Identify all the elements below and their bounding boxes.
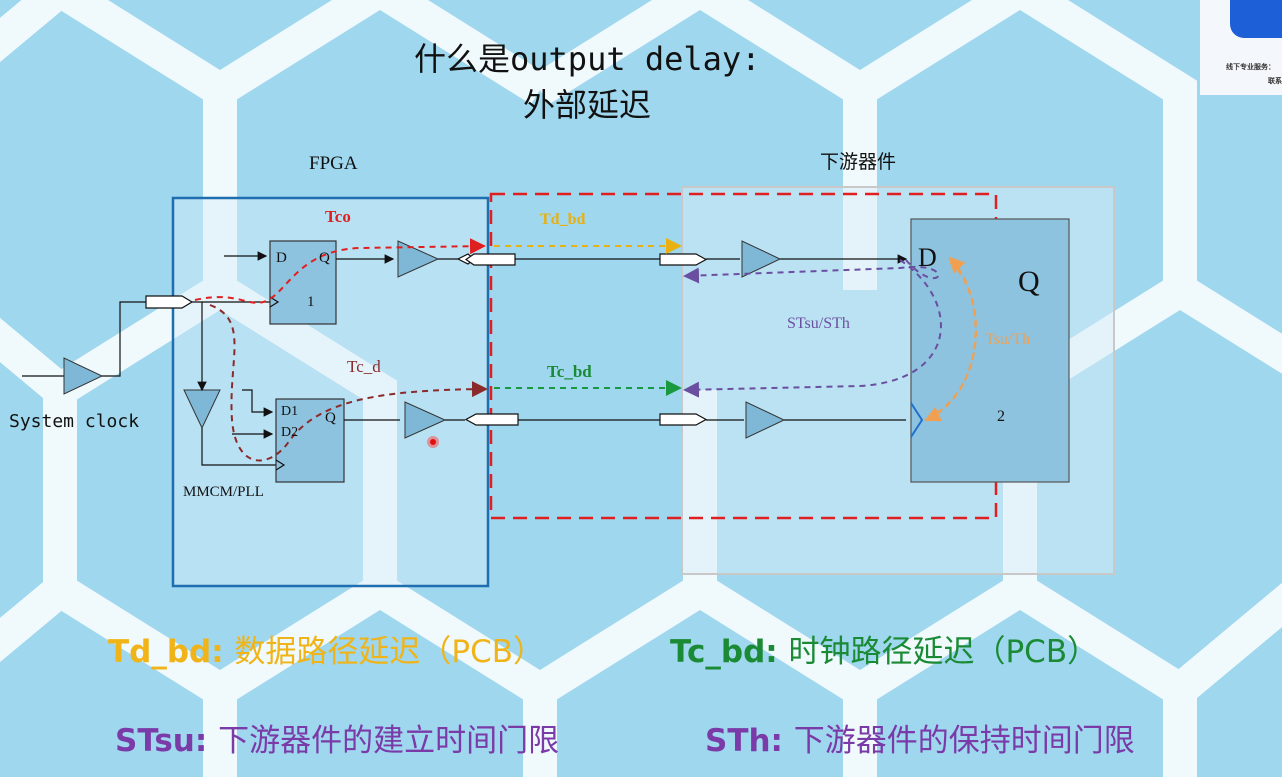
legend-tdbd-desc: 数据路径延迟（PCB） xyxy=(234,634,545,670)
tco-label: Tco xyxy=(325,207,351,226)
tsu-th-path-bottom xyxy=(924,261,977,422)
ff2-d2-pin: D2 xyxy=(281,425,299,440)
legend-tdbd-key: Td_bd: xyxy=(108,634,224,670)
tcbd-label: Tc_bd xyxy=(547,362,592,381)
tdbd-label: Td_bd xyxy=(540,211,586,228)
ff3-d-pin: D xyxy=(918,243,937,272)
flipflop-3 xyxy=(910,218,1070,483)
legend-sth-key: STh: xyxy=(705,723,783,759)
downstream-clock-pad xyxy=(659,413,708,426)
fpga-data-buffer xyxy=(397,240,440,278)
legend-stsu: STsu: 下游器件的建立时间门限 xyxy=(115,715,559,760)
pll-label: MMCM/PLL xyxy=(183,484,264,500)
ff3-clock-number: 2 xyxy=(997,408,1005,425)
ff1-q-pin: Q xyxy=(319,250,330,266)
tcd-label: Tc_d xyxy=(347,357,381,376)
legend-stsu-desc: 下游器件的建立时间门限 xyxy=(218,723,560,759)
logo-text-line2: 联系 xyxy=(1268,77,1282,85)
logo-badge xyxy=(1230,0,1282,38)
flipflop-2 xyxy=(275,398,345,483)
ff1-d-pin: D xyxy=(276,250,287,266)
system-clock-label: System clock xyxy=(9,411,140,432)
downstream-data-buffer xyxy=(741,240,782,278)
legend-stsu-key: STsu: xyxy=(115,723,208,759)
tco-path xyxy=(194,238,486,304)
ff1-clock-number: 1 xyxy=(307,294,315,310)
legend-sth-desc: 下游器件的保持时间门限 xyxy=(793,723,1135,759)
legend-tdbd: Td_bd: 数据路径延迟（PCB） xyxy=(108,626,544,671)
sysclk-buffer xyxy=(63,357,104,395)
legend-tcbd-desc: 时钟路径延迟（PCB） xyxy=(788,634,1099,670)
stsu-sth-label: STsu/STh xyxy=(787,315,850,332)
legend-sth: STh: 下游器件的保持时间门限 xyxy=(705,715,1135,760)
title-line-1: 什么是output delay: xyxy=(414,40,761,78)
downstream-label: 下游器件 xyxy=(820,151,897,173)
title-line-2: 外部延迟 xyxy=(523,86,652,124)
fpga-label: FPGA xyxy=(309,153,358,174)
legend-tcbd-key: Tc_bd: xyxy=(670,634,778,670)
ff2-q-pin: Q xyxy=(325,410,336,426)
logo-text-line1: 线下专业服务： xyxy=(1226,63,1275,71)
ff2-d1-pin: D1 xyxy=(281,404,299,419)
stsu-sth-path-top xyxy=(683,259,940,284)
clock-input-pad xyxy=(145,295,194,309)
tsu-th-label: Tsu/Th xyxy=(985,331,1031,348)
ff3-q-pin: Q xyxy=(1018,265,1040,298)
stsu-sth-path-bottom xyxy=(683,259,942,398)
fpga-clock-buffer xyxy=(404,401,447,439)
tcd-path xyxy=(209,304,488,462)
downstream-clock-buffer xyxy=(745,401,786,439)
legend-tcbd: Tc_bd: 时钟路径延迟（PCB） xyxy=(670,626,1098,671)
downstream-data-pad xyxy=(659,253,708,266)
